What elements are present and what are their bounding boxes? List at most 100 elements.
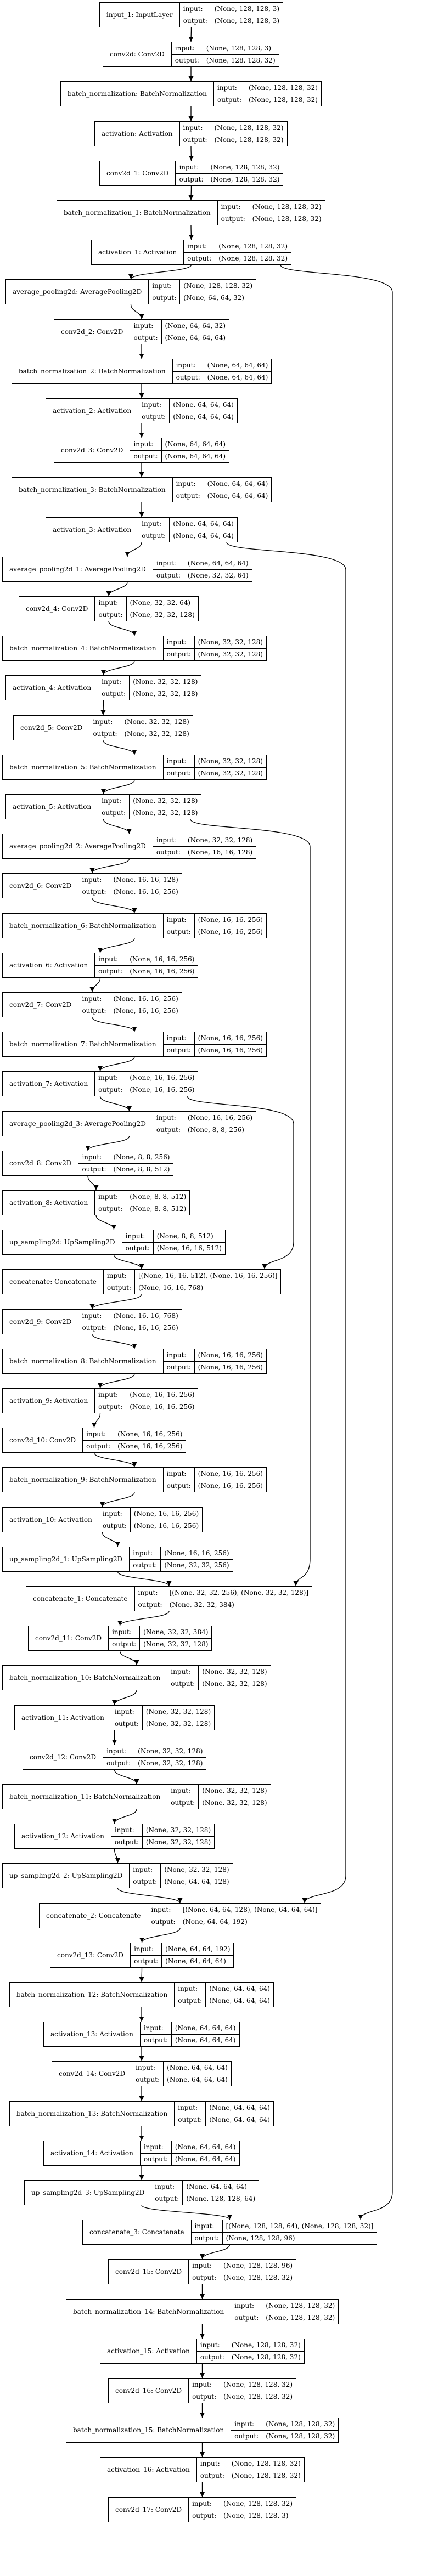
output-label: output: — [178, 2116, 203, 2124]
edge-arrow — [97, 1373, 135, 1389]
input-shape: (None, 32, 32, 128) — [184, 834, 256, 847]
input-shape: [(None, 16, 16, 512), (None, 16, 16, 256… — [134, 1270, 281, 1282]
io-labels: input:output: — [134, 1587, 166, 1611]
input-label: input: — [149, 280, 180, 292]
layer-name: activation_7: Activation — [3, 1072, 95, 1096]
edge-arrow — [125, 542, 142, 557]
shape-values: (None, 64, 64, 192)(None, 64, 64, 64) — [162, 1943, 234, 1967]
input-label: input: — [148, 1904, 179, 1916]
output-shape: (None, 16, 16, 256) — [198, 928, 263, 936]
output-label: output: — [175, 56, 199, 65]
shape-values: (None, 16, 16, 256)(None, 16, 16, 256) — [114, 1428, 186, 1452]
io-labels: input:output: — [214, 82, 246, 106]
io-labels: input:output: — [153, 1112, 184, 1136]
io-labels: input:output: — [179, 122, 211, 146]
output-shape: (None, 16, 16, 256) — [130, 1086, 195, 1094]
layer-name: conv2d_3: Conv2D — [54, 438, 131, 462]
edge-arrow — [89, 858, 130, 874]
layer-batch-normalization-5: batch_normalization_5: BatchNormalizatio… — [2, 755, 267, 780]
layer-name: up_sampling2d: UpSampling2D — [3, 1230, 122, 1254]
output-shape: (None, 128, 128, 32) — [206, 56, 276, 65]
output-shape: (None, 32, 32, 256) — [164, 1561, 229, 1570]
input-shape: (None, 16, 16, 256) — [184, 1112, 256, 1124]
output-shape: (None, 64, 64, 64) — [207, 373, 268, 382]
edge-arrow — [87, 1175, 99, 1191]
skip-connection-arrow — [190, 819, 311, 1587]
io-labels: input:output: — [231, 2300, 263, 2324]
edge-arrow — [95, 1215, 117, 1230]
input-shape: (None, 128, 128, 32) — [249, 201, 325, 213]
output-shape: (None, 128, 128, 32) — [231, 2353, 301, 2362]
shape-values: (None, 16, 16, 256)(None, 8, 8, 256) — [184, 1112, 256, 1136]
output-shape: (None, 64, 64, 64) — [165, 1957, 226, 1966]
shape-values: (None, 64, 64, 64)(None, 64, 64, 64) — [170, 518, 237, 542]
input-label: input: — [231, 2418, 262, 2431]
io-labels: input:output: — [122, 1230, 154, 1254]
input-shape: (None, 32, 32, 128) — [134, 1745, 206, 1758]
shape-values: (None, 64, 64, 64)(None, 64, 64, 64) — [206, 2102, 273, 2126]
shape-values: (None, 128, 128, 32)(None, 128, 128, 32) — [245, 82, 321, 106]
input-label: input: — [95, 1389, 126, 1401]
layer-name: batch_normalization_4: BatchNormalizatio… — [3, 636, 164, 660]
edge-arrow — [99, 1096, 132, 1112]
input-shape: (None, 64, 64, 64) — [184, 557, 252, 570]
shape-values: (None, 128, 128, 32)(None, 128, 128, 32) — [211, 122, 287, 146]
layer-batch-normalization-8: batch_normalization_8: BatchNormalizatio… — [2, 1349, 267, 1374]
shape-values: (None, 128, 128, 32)(None, 64, 64, 32) — [180, 280, 256, 304]
edge-arrow — [89, 977, 101, 993]
output-shape: (None, 32, 32, 128) — [130, 611, 195, 619]
layer-name: activation_2: Activation — [46, 399, 139, 423]
io-labels: input:output: — [175, 1983, 206, 2007]
input-shape: (None, 64, 64, 64) — [204, 359, 272, 372]
output-shape: (None, 32, 32, 384) — [169, 1601, 234, 1609]
shape-values: (None, 16, 16, 256)(None, 16, 16, 256) — [126, 1072, 198, 1096]
shape-values: [(None, 64, 64, 128), (None, 64, 64, 64)… — [179, 1904, 321, 1928]
input-shape: (None, 64, 64, 64) — [206, 2102, 273, 2114]
output-label: output: — [155, 2195, 179, 2203]
shape-values: (None, 128, 128, 32)(None, 128, 128, 32) — [249, 201, 325, 225]
output-label: output: — [98, 1086, 123, 1094]
output-label: output: — [86, 1442, 111, 1451]
input-shape: (None, 64, 64, 64) — [206, 1983, 273, 1995]
layer-batch-normalization-14: batch_normalization_14: BatchNormalizati… — [66, 2299, 339, 2324]
io-labels: input:output: — [89, 716, 121, 740]
output-shape: (None, 128, 128, 64) — [186, 2195, 256, 2203]
edge-arrow — [91, 1413, 101, 1428]
edge-arrow — [117, 1571, 172, 1587]
edge-arrow — [117, 1611, 170, 1626]
edge-arrow — [97, 1056, 135, 1072]
io-labels: input:output: — [95, 1072, 127, 1096]
input-shape: (None, 32, 32, 128) — [194, 636, 266, 649]
io-labels: input:output: — [163, 636, 195, 660]
layer-name: batch_normalization_11: BatchNormalizati… — [3, 1785, 168, 1809]
input-shape: (None, 32, 32, 128) — [130, 676, 201, 688]
layer-name: up_sampling2d_2: UpSampling2D — [3, 1864, 130, 1888]
output-label: output: — [82, 1007, 106, 1015]
io-labels: input:output: — [78, 1151, 110, 1175]
shape-values: (None, 64, 64, 64)(None, 64, 64, 64) — [171, 2022, 239, 2046]
edge-arrow — [93, 1452, 137, 1468]
edge-arrow — [114, 1848, 121, 1864]
shape-values: (None, 32, 32, 128)(None, 32, 32, 128) — [142, 1824, 215, 1848]
input-label: input: — [189, 2260, 220, 2272]
input-shape: (None, 16, 16, 768) — [110, 1310, 182, 1322]
output-label: output: — [156, 571, 181, 580]
output-shape: (None, 16, 16, 512) — [156, 1244, 222, 1253]
output-label: output: — [133, 1878, 158, 1886]
edge-arrow — [188, 225, 194, 240]
output-label: output: — [234, 2314, 259, 2322]
layer-name: conv2d_8: Conv2D — [3, 1151, 79, 1175]
input-shape: (None, 128, 128, 32) — [180, 280, 256, 292]
input-shape: (None, 128, 128, 3) — [211, 3, 283, 15]
input-shape: (None, 32, 32, 128) — [161, 1864, 233, 1876]
